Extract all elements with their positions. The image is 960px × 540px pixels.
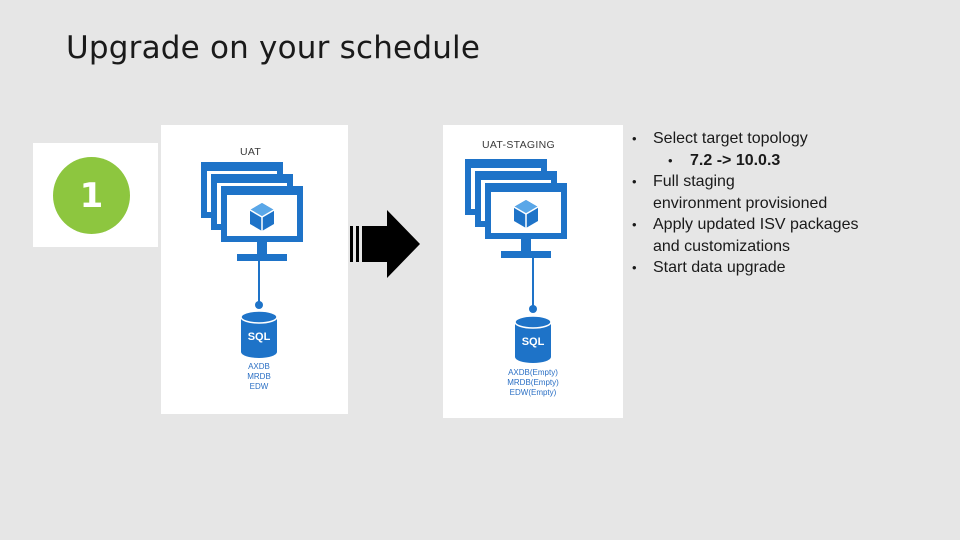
uat-label: UAT bbox=[240, 146, 262, 158]
db-axdb-empty: AXDB(Empty) bbox=[508, 368, 558, 377]
sql-database-icon bbox=[240, 310, 278, 358]
uat-staging-label: UAT-STAGING bbox=[482, 139, 555, 151]
bullet-item: •Start data upgrade bbox=[632, 259, 786, 276]
db-edw: EDW bbox=[249, 382, 269, 391]
step-badge-box: 1 bbox=[33, 143, 158, 247]
staging-db-list: AXDB(Empty) MRDB(Empty) EDW(Empty) bbox=[501, 368, 565, 398]
db-edw-empty: EDW(Empty) bbox=[509, 388, 557, 397]
sql-database-icon bbox=[514, 315, 552, 363]
db-axdb: AXDB bbox=[248, 362, 270, 371]
cube-icon bbox=[513, 200, 539, 228]
cube-icon bbox=[249, 203, 275, 231]
uat-db-list: AXDB MRDB EDW bbox=[235, 362, 283, 392]
uat-staging-panel: UAT-STAGING SQL AXDB(Empty) MRDB(Empty) bbox=[443, 125, 623, 418]
vm-stack-icon: SQL bbox=[465, 159, 567, 363]
db-mrdb: MRDB bbox=[247, 372, 271, 381]
db-mrdb-empty: MRDB(Empty) bbox=[507, 378, 559, 387]
vm-stack-icon: SQL bbox=[201, 162, 303, 358]
bullet-item: •Select target topology bbox=[632, 130, 808, 147]
uat-panel: UAT SQL AXDB MRDB ED bbox=[161, 125, 348, 414]
right-arrow-icon bbox=[350, 210, 420, 278]
sql-label: SQL bbox=[522, 336, 545, 348]
step-number-badge: 1 bbox=[53, 157, 130, 234]
slide-title: Upgrade on your schedule bbox=[66, 30, 481, 66]
bullet-subitem: •7.2 -> 10.0.3 bbox=[668, 151, 781, 169]
sql-label: SQL bbox=[248, 331, 271, 343]
bullet-list: •Select target topology •7.2 -> 10.0.3 •… bbox=[632, 128, 932, 279]
